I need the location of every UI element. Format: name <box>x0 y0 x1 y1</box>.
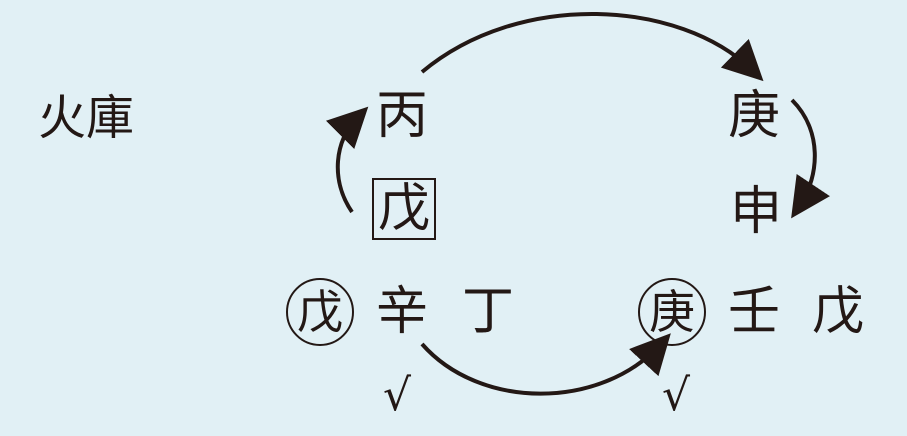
arrow-top-arc <box>420 12 764 82</box>
left-circled-char: 戊 <box>286 278 354 346</box>
right-middle-char: 申 <box>730 182 783 242</box>
left-top-char: 丙 <box>376 86 429 146</box>
arrow-bottom-arc <box>420 333 671 396</box>
left-boxed-char: 戊 <box>372 178 437 240</box>
right-check-mark: √ <box>662 370 691 421</box>
right-bottom-char-1: 壬 <box>728 282 781 342</box>
right-bottom-char-2: 戊 <box>812 282 865 342</box>
arrow-right-arc <box>790 98 830 219</box>
left-bottom-char-2: 丁 <box>462 282 515 342</box>
left-bottom-char-1: 辛 <box>376 282 429 342</box>
arrow-left-arc <box>325 106 369 214</box>
right-top-char: 庚 <box>728 86 781 146</box>
right-circled-char: 庚 <box>638 278 706 346</box>
left-check-mark: √ <box>383 370 412 421</box>
title-label: 火庫 <box>38 90 135 146</box>
